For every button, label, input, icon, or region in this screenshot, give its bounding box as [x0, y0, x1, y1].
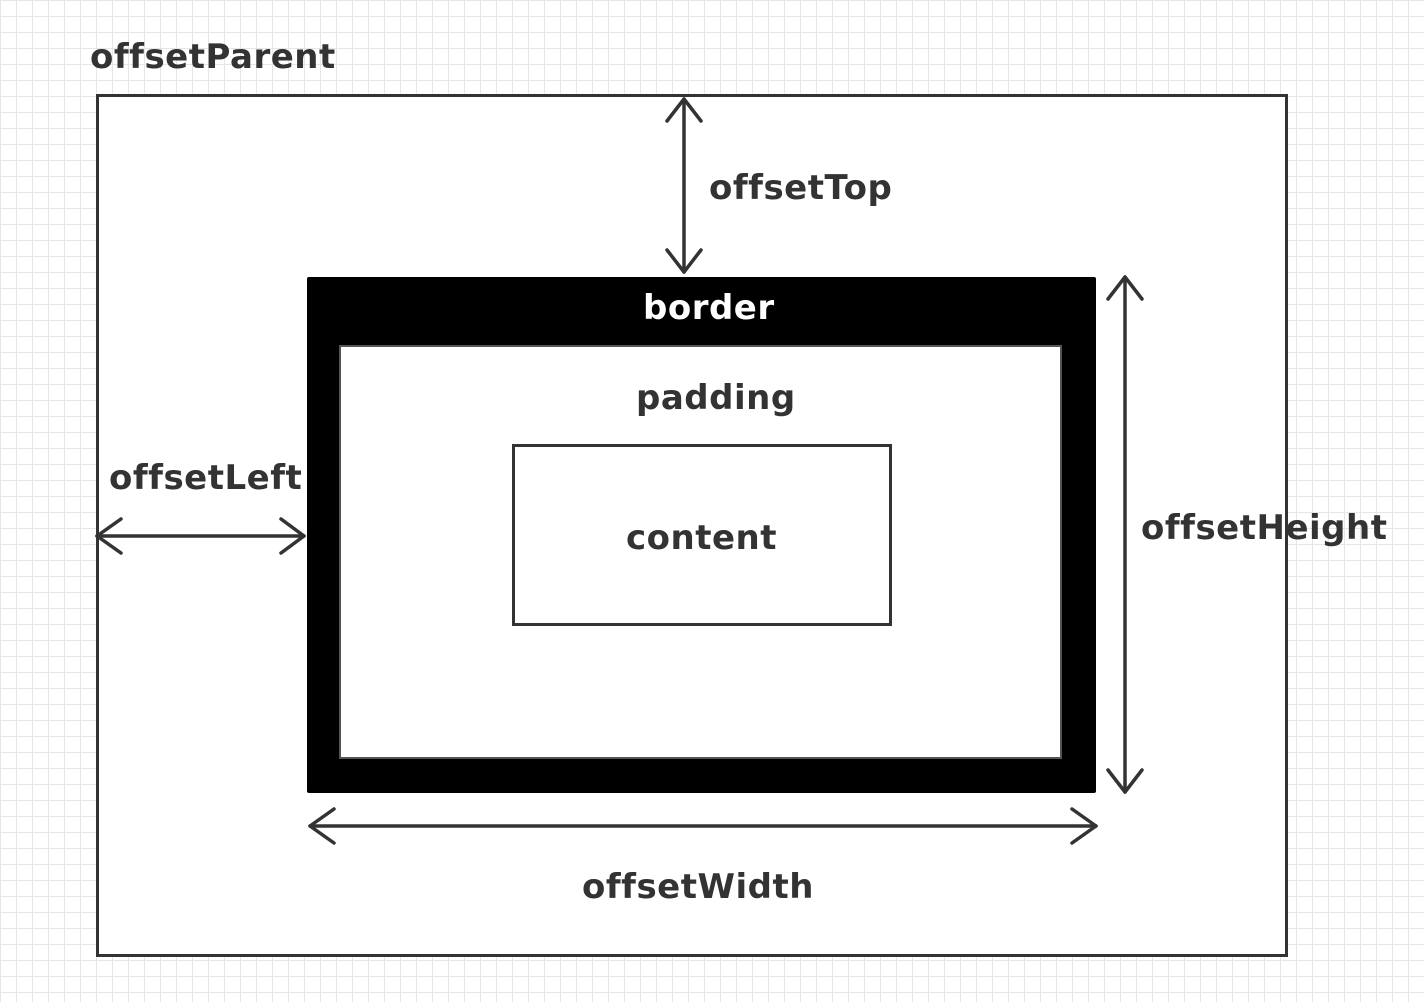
padding-label: padding — [636, 378, 796, 418]
offset-height-label: offsetHeight — [1141, 508, 1388, 548]
content-label: content — [626, 518, 777, 558]
offset-height-arrow — [1106, 275, 1144, 794]
offset-top-label: offsetTop — [709, 168, 893, 208]
offset-top-arrow — [665, 97, 703, 274]
offset-parent-label: offsetParent — [90, 37, 336, 77]
border-label: border — [643, 288, 775, 328]
content-box — [512, 444, 892, 626]
offset-width-label: offsetWidth — [582, 867, 814, 907]
offset-left-arrow — [95, 517, 306, 555]
offset-left-label: offsetLeft — [109, 458, 303, 498]
offset-width-arrow — [308, 807, 1098, 845]
